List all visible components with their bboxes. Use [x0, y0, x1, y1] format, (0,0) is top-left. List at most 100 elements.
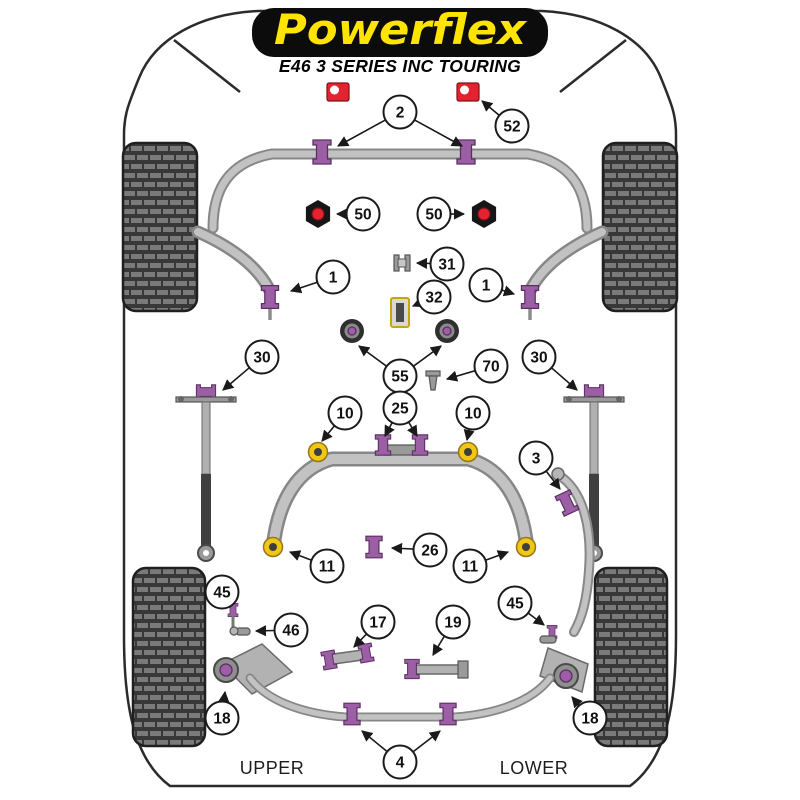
rear-lower-left	[213, 603, 294, 695]
bushing-31	[393, 254, 411, 272]
callout-10: 10	[321, 395, 363, 442]
callout-arrow	[527, 612, 545, 626]
callout-number: 18	[213, 711, 231, 728]
callout-number: 50	[354, 207, 371, 224]
callout-circle	[468, 267, 504, 303]
callout-32: 32	[411, 279, 452, 315]
callout-arrow	[445, 369, 476, 382]
callout-circle	[518, 440, 554, 476]
callout-circle	[204, 700, 240, 736]
callout-circle	[382, 390, 418, 426]
callout-number: 11	[319, 559, 336, 576]
callout-number: 10	[336, 406, 353, 423]
callout-circle	[382, 94, 418, 130]
callout-number: 25	[391, 401, 409, 418]
callout-arrow	[390, 542, 414, 555]
callout-arrow	[218, 690, 230, 703]
callout-circle	[204, 574, 240, 610]
callout-17: 17	[353, 604, 396, 648]
callout-circle	[455, 395, 491, 431]
callout-number: 70	[482, 359, 499, 376]
callout-number: 52	[503, 119, 520, 136]
callout-arrow	[353, 633, 368, 648]
callout-number: 17	[369, 615, 386, 632]
callout-70: 70	[445, 348, 509, 384]
callout-arrow	[550, 367, 578, 391]
callout-number: 30	[253, 350, 270, 367]
callout-circle	[416, 196, 452, 232]
callout-number: 3	[532, 451, 541, 468]
subframe-bushing-10-right	[457, 441, 479, 463]
model-subtitle: E46 3 SERIES INC TOURING	[279, 56, 521, 76]
callout-number: 1	[482, 278, 491, 295]
callout-circle	[435, 604, 471, 640]
callout-circle	[429, 246, 465, 282]
callout-number: 4	[396, 755, 405, 772]
callout-52: 52	[481, 100, 530, 144]
callout-10: 10	[455, 395, 491, 442]
callout-number: 50	[425, 207, 442, 224]
callout-arrow	[289, 281, 318, 294]
callout-arrow	[288, 550, 312, 561]
tire-rear-left	[131, 566, 207, 748]
brand-header: Powerflex	[252, 5, 548, 57]
front-anti-roll-bar	[207, 139, 593, 234]
callout-circle	[452, 548, 488, 584]
callout-number: 1	[329, 270, 338, 287]
brand-header-bg	[252, 8, 548, 57]
callout-31: 31	[415, 246, 465, 282]
callout-3: 3	[518, 440, 561, 490]
callout-number: 26	[421, 543, 439, 560]
callout-arrow	[545, 470, 561, 490]
front-control-arm-left	[191, 225, 280, 320]
tires	[121, 141, 679, 748]
callout-arrow	[406, 421, 418, 437]
tire-front-left	[121, 141, 199, 313]
callout-4: 4	[361, 730, 441, 780]
callout-50: 50	[335, 196, 381, 232]
rear-anti-roll-bar	[245, 673, 555, 726]
callout-50: 50	[416, 196, 466, 232]
callout-30: 30	[222, 339, 280, 391]
callout-number: 45	[213, 585, 231, 602]
callout-arrow	[571, 696, 583, 709]
callout-circle	[382, 744, 418, 780]
callout-number: 10	[464, 406, 481, 423]
callout-18: 18	[571, 696, 608, 736]
brand-logo: Powerflex	[274, 5, 528, 54]
rear-shock-left	[175, 384, 237, 562]
callout-arrow	[485, 550, 510, 562]
callout-number: 46	[282, 623, 300, 640]
callout-25: 25	[382, 390, 418, 437]
washer-55-left	[339, 318, 365, 344]
callout-26: 26	[390, 532, 448, 568]
callout-18: 18	[204, 690, 240, 736]
callout-circle	[572, 700, 608, 736]
callout-arrow	[414, 119, 463, 147]
subframe-bushing-10-left	[307, 441, 329, 463]
rear-lower-right	[539, 625, 589, 694]
callout-number: 19	[444, 615, 462, 632]
callout-30: 30	[521, 339, 578, 391]
callout-number: 30	[530, 350, 547, 367]
callout-circle	[497, 585, 533, 621]
callout-arrow	[321, 425, 336, 442]
callout-arrow	[412, 345, 442, 367]
hood-line-left	[173, 39, 241, 93]
callout-arrow	[361, 730, 388, 753]
callout-circle	[521, 339, 557, 375]
arm-19	[404, 658, 469, 680]
callout-circle	[412, 532, 448, 568]
callout-circle	[360, 604, 396, 640]
hood-line-right	[559, 39, 627, 93]
callout-number: 55	[391, 369, 409, 386]
mount-32	[390, 297, 410, 328]
callout-19: 19	[432, 604, 471, 656]
callout-arrow	[432, 635, 446, 656]
callout-46: 46	[254, 612, 309, 648]
callout-circle	[494, 108, 530, 144]
callout-circle	[273, 612, 309, 648]
callout-arrow	[415, 257, 431, 269]
